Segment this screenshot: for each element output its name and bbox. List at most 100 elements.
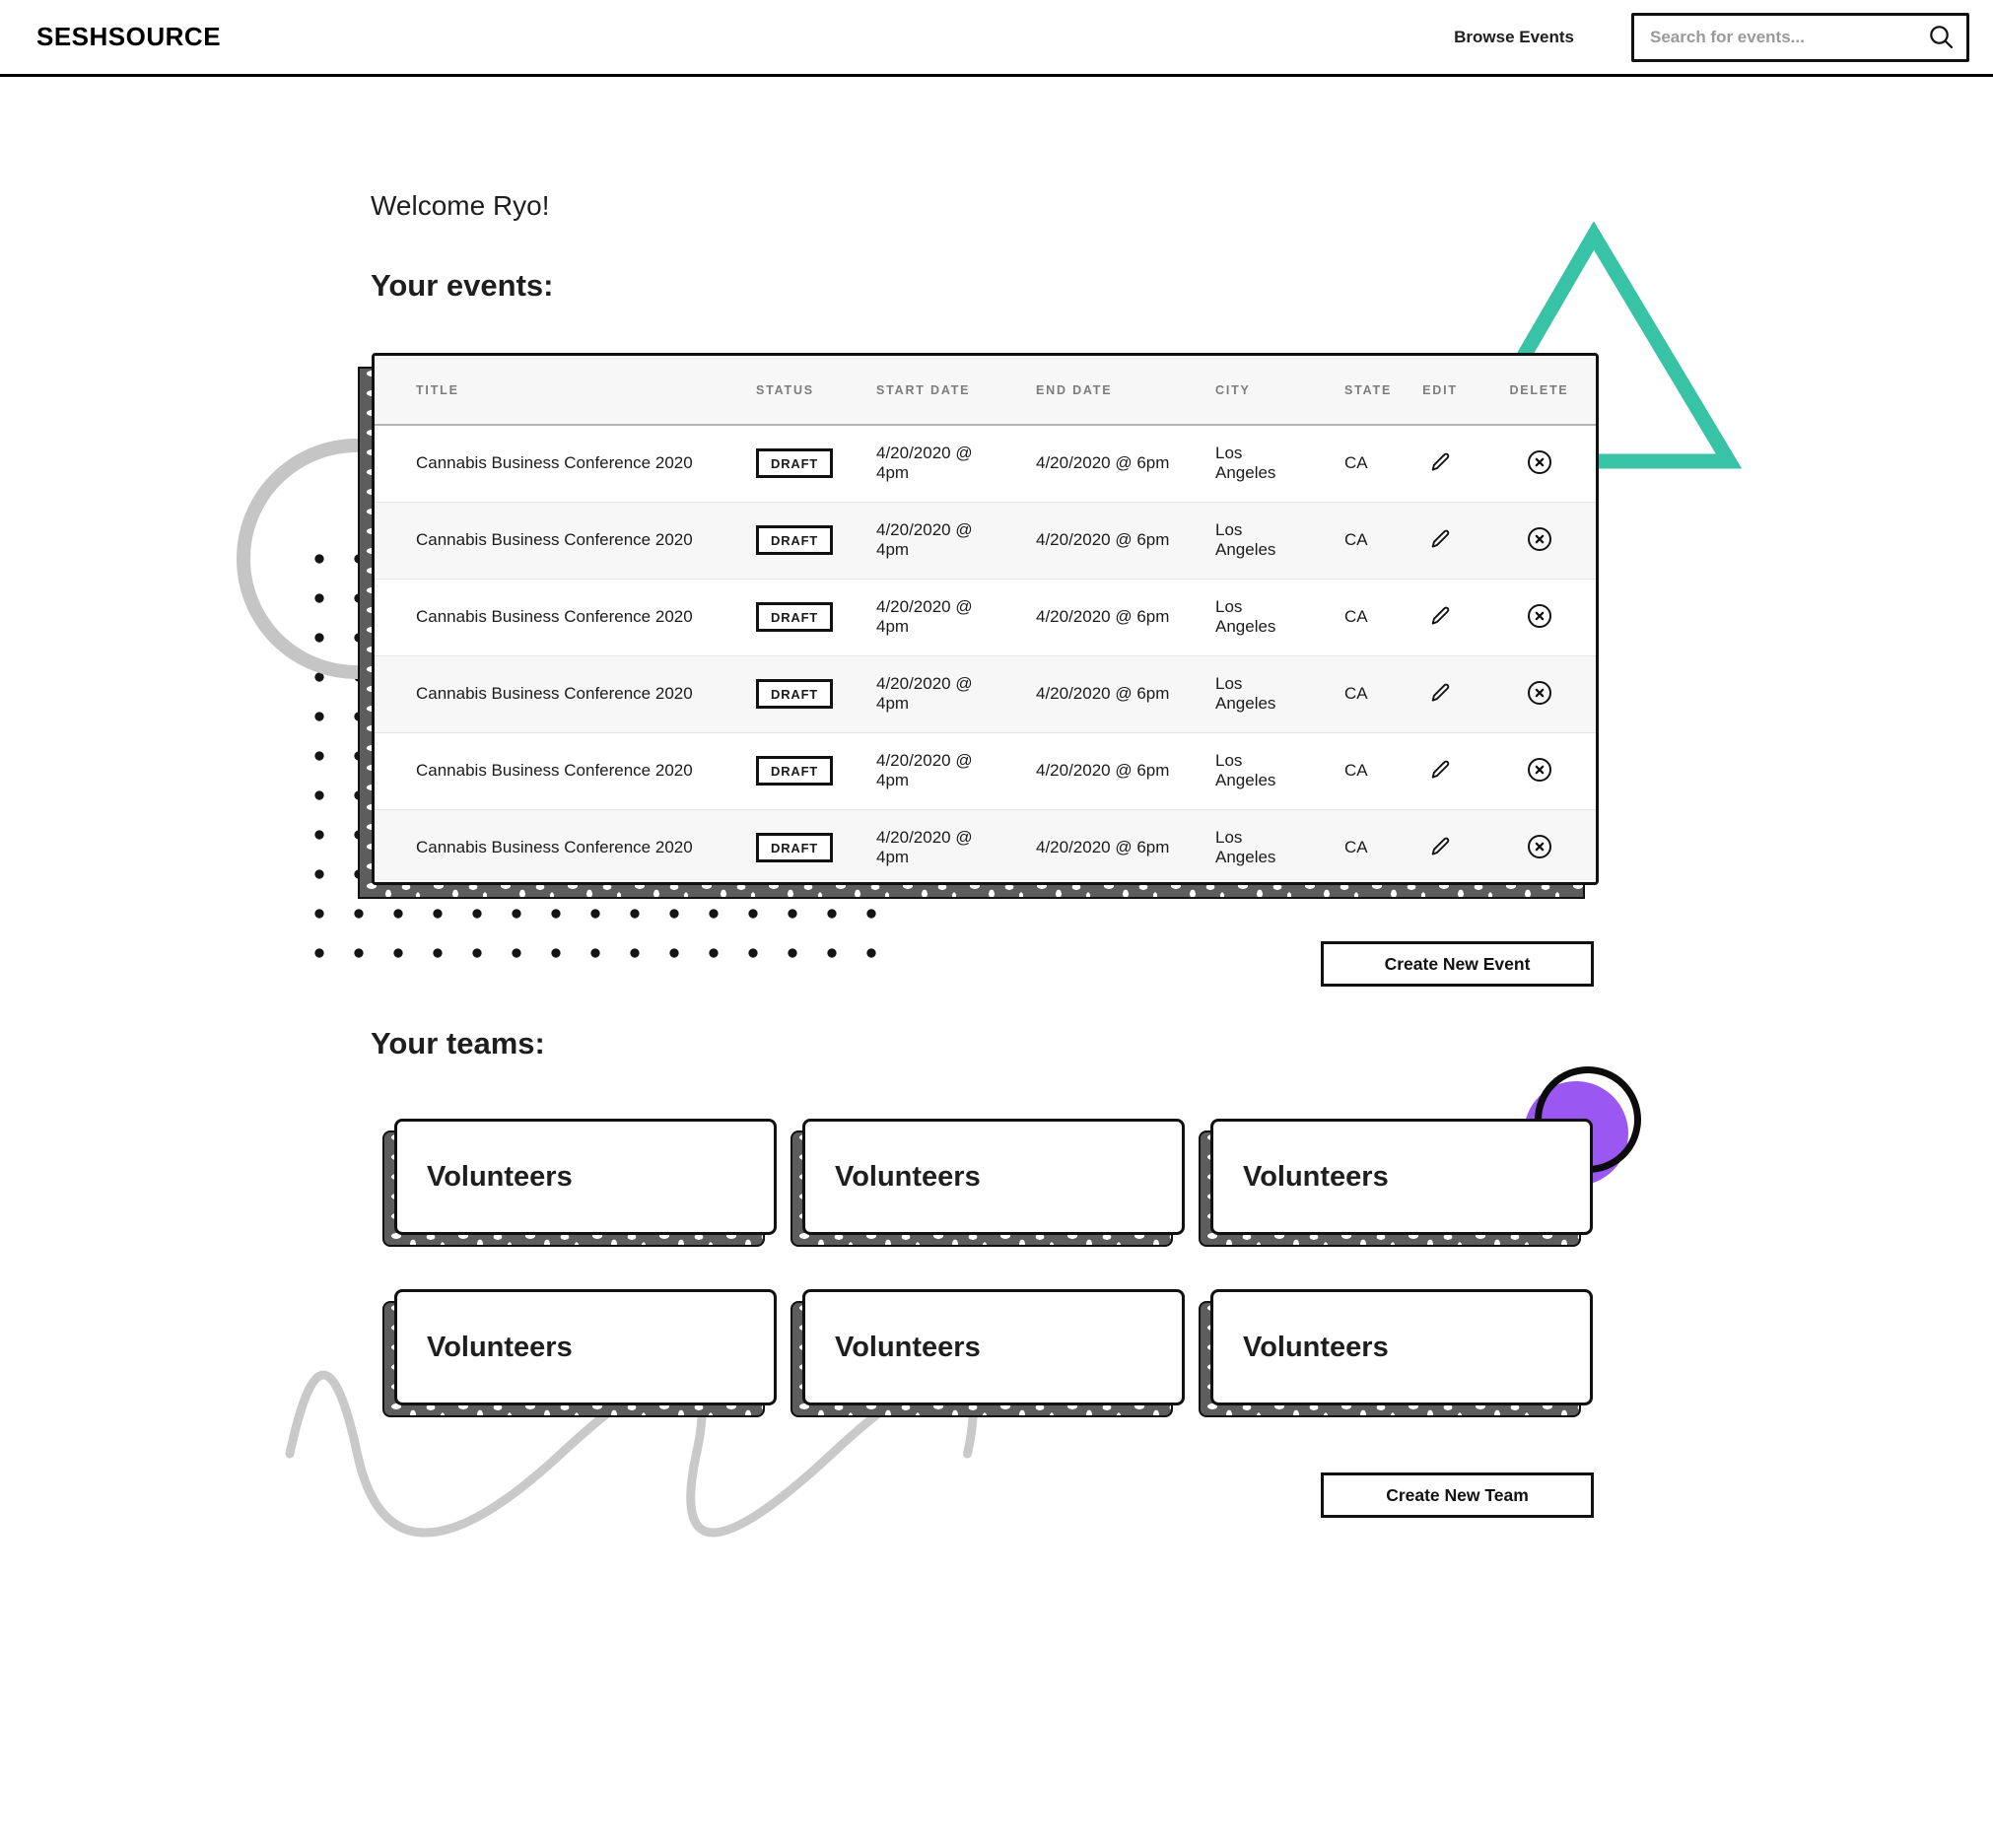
team-card[interactable]: Volunteers (1199, 1119, 1593, 1247)
team-card[interactable]: Volunteers (382, 1289, 777, 1417)
event-state-cell: CA (1344, 607, 1368, 626)
circle-x-icon (1527, 526, 1551, 551)
delete-event-button[interactable] (1524, 831, 1555, 862)
column-header-state: STATE (1303, 356, 1398, 426)
team-card[interactable]: Volunteers (790, 1289, 1185, 1417)
edit-event-button[interactable] (1425, 832, 1455, 861)
status-badge: DRAFT (756, 525, 834, 555)
event-edit-cell (1398, 425, 1482, 502)
circle-x-icon (1527, 680, 1551, 705)
team-name: Volunteers (427, 1331, 573, 1363)
edit-event-button[interactable] (1425, 755, 1455, 785)
delete-event-button[interactable] (1524, 523, 1555, 555)
event-table-row: Cannabis Business Conference 2020 DRAFT … (375, 655, 1596, 732)
delete-event-button[interactable] (1524, 600, 1555, 632)
teams-grid: Volunteers Volunteers Volunteers Volunte… (382, 1119, 1593, 1417)
event-search-box (1631, 12, 1969, 62)
circle-x-icon (1527, 757, 1551, 782)
event-start-date-cell: 4/20/2020 @ 4pm (876, 751, 973, 789)
search-input[interactable] (1634, 15, 1925, 59)
create-new-event-button[interactable]: Create New Event (1321, 941, 1594, 987)
event-state-cell: CA (1344, 761, 1368, 780)
edit-event-button[interactable] (1425, 447, 1455, 477)
event-status-cell: DRAFT (715, 809, 835, 882)
event-start-date-cell: 4/20/2020 @ 4pm (876, 597, 973, 636)
event-city-cell: Los Angeles (1215, 674, 1276, 713)
column-header-end-date: END DATE (995, 356, 1174, 426)
team-card[interactable]: Volunteers (382, 1119, 777, 1247)
status-badge: DRAFT (756, 602, 834, 632)
event-delete-cell (1482, 655, 1596, 732)
event-city-cell: Los Angeles (1215, 597, 1276, 636)
team-card[interactable]: Volunteers (790, 1119, 1185, 1247)
event-delete-cell (1482, 579, 1596, 655)
event-table-row: Cannabis Business Conference 2020 DRAFT … (375, 579, 1596, 655)
event-end-date-cell: 4/20/2020 @ 6pm (1036, 530, 1170, 549)
event-status-cell: DRAFT (715, 425, 835, 502)
event-start-date-cell: 4/20/2020 @ 4pm (876, 674, 973, 713)
event-edit-cell (1398, 579, 1482, 655)
events-table-card: TITLE STATUS START DATE END DATE CITY ST… (358, 353, 1599, 899)
event-delete-cell (1482, 502, 1596, 579)
event-city-cell: Los Angeles (1215, 444, 1276, 483)
events-section-heading: Your events: (371, 268, 554, 303)
create-new-team-button[interactable]: Create New Team (1321, 1472, 1594, 1518)
delete-event-button[interactable] (1524, 446, 1555, 478)
event-city-cell: Los Angeles (1215, 520, 1276, 559)
teams-section-heading: Your teams: (371, 1026, 545, 1061)
event-status-cell: DRAFT (715, 732, 835, 809)
circle-x-icon (1527, 449, 1551, 474)
edit-event-button[interactable] (1425, 601, 1455, 631)
event-title-cell: Cannabis Business Conference 2020 (416, 453, 693, 473)
event-end-date-cell: 4/20/2020 @ 6pm (1036, 607, 1170, 626)
welcome-message: Welcome Ryo! (371, 190, 550, 221)
team-card[interactable]: Volunteers (1199, 1289, 1593, 1417)
event-status-cell: DRAFT (715, 655, 835, 732)
event-delete-cell (1482, 425, 1596, 502)
column-header-title: TITLE (375, 356, 715, 426)
edit-event-button[interactable] (1425, 524, 1455, 554)
event-edit-cell (1398, 732, 1482, 809)
event-table-row: Cannabis Business Conference 2020 DRAFT … (375, 732, 1596, 809)
pencil-icon (1431, 837, 1450, 856)
event-delete-cell (1482, 809, 1596, 882)
event-table-row: Cannabis Business Conference 2020 DRAFT … (375, 425, 1596, 502)
event-title-cell: Cannabis Business Conference 2020 (416, 684, 693, 703)
pencil-icon (1431, 683, 1450, 702)
events-table: TITLE STATUS START DATE END DATE CITY ST… (375, 356, 1596, 882)
event-start-date-cell: 4/20/2020 @ 4pm (876, 828, 973, 867)
search-icon[interactable] (1925, 23, 1959, 52)
status-badge: DRAFT (756, 756, 834, 786)
column-header-status: STATUS (715, 356, 835, 426)
event-state-cell: CA (1344, 453, 1368, 473)
team-name: Volunteers (835, 1331, 981, 1363)
delete-event-button[interactable] (1524, 677, 1555, 709)
event-delete-cell (1482, 732, 1596, 809)
event-end-date-cell: 4/20/2020 @ 6pm (1036, 761, 1170, 780)
event-state-cell: CA (1344, 530, 1368, 549)
app-logo[interactable]: SESHSOURCE (36, 22, 222, 51)
event-city-cell: Los Angeles (1215, 751, 1276, 789)
event-edit-cell (1398, 655, 1482, 732)
event-end-date-cell: 4/20/2020 @ 6pm (1036, 684, 1170, 703)
circle-x-icon (1527, 603, 1551, 628)
nav-browse-events[interactable]: Browse Events (1454, 27, 1574, 46)
status-badge: DRAFT (756, 833, 834, 863)
event-end-date-cell: 4/20/2020 @ 6pm (1036, 453, 1170, 473)
column-header-delete: DELETE (1482, 356, 1596, 426)
edit-event-button[interactable] (1425, 678, 1455, 708)
team-name: Volunteers (835, 1160, 981, 1193)
event-state-cell: CA (1344, 684, 1368, 703)
event-table-row: Cannabis Business Conference 2020 DRAFT … (375, 809, 1596, 882)
event-title-cell: Cannabis Business Conference 2020 (416, 607, 693, 626)
event-edit-cell (1398, 502, 1482, 579)
status-badge: DRAFT (756, 679, 834, 709)
team-name: Volunteers (427, 1160, 573, 1193)
pencil-icon (1431, 606, 1450, 625)
event-title-cell: Cannabis Business Conference 2020 (416, 838, 693, 857)
event-start-date-cell: 4/20/2020 @ 4pm (876, 520, 973, 559)
delete-event-button[interactable] (1524, 754, 1555, 786)
pencil-icon (1431, 452, 1450, 471)
event-edit-cell (1398, 809, 1482, 882)
circle-x-icon (1527, 834, 1551, 858)
